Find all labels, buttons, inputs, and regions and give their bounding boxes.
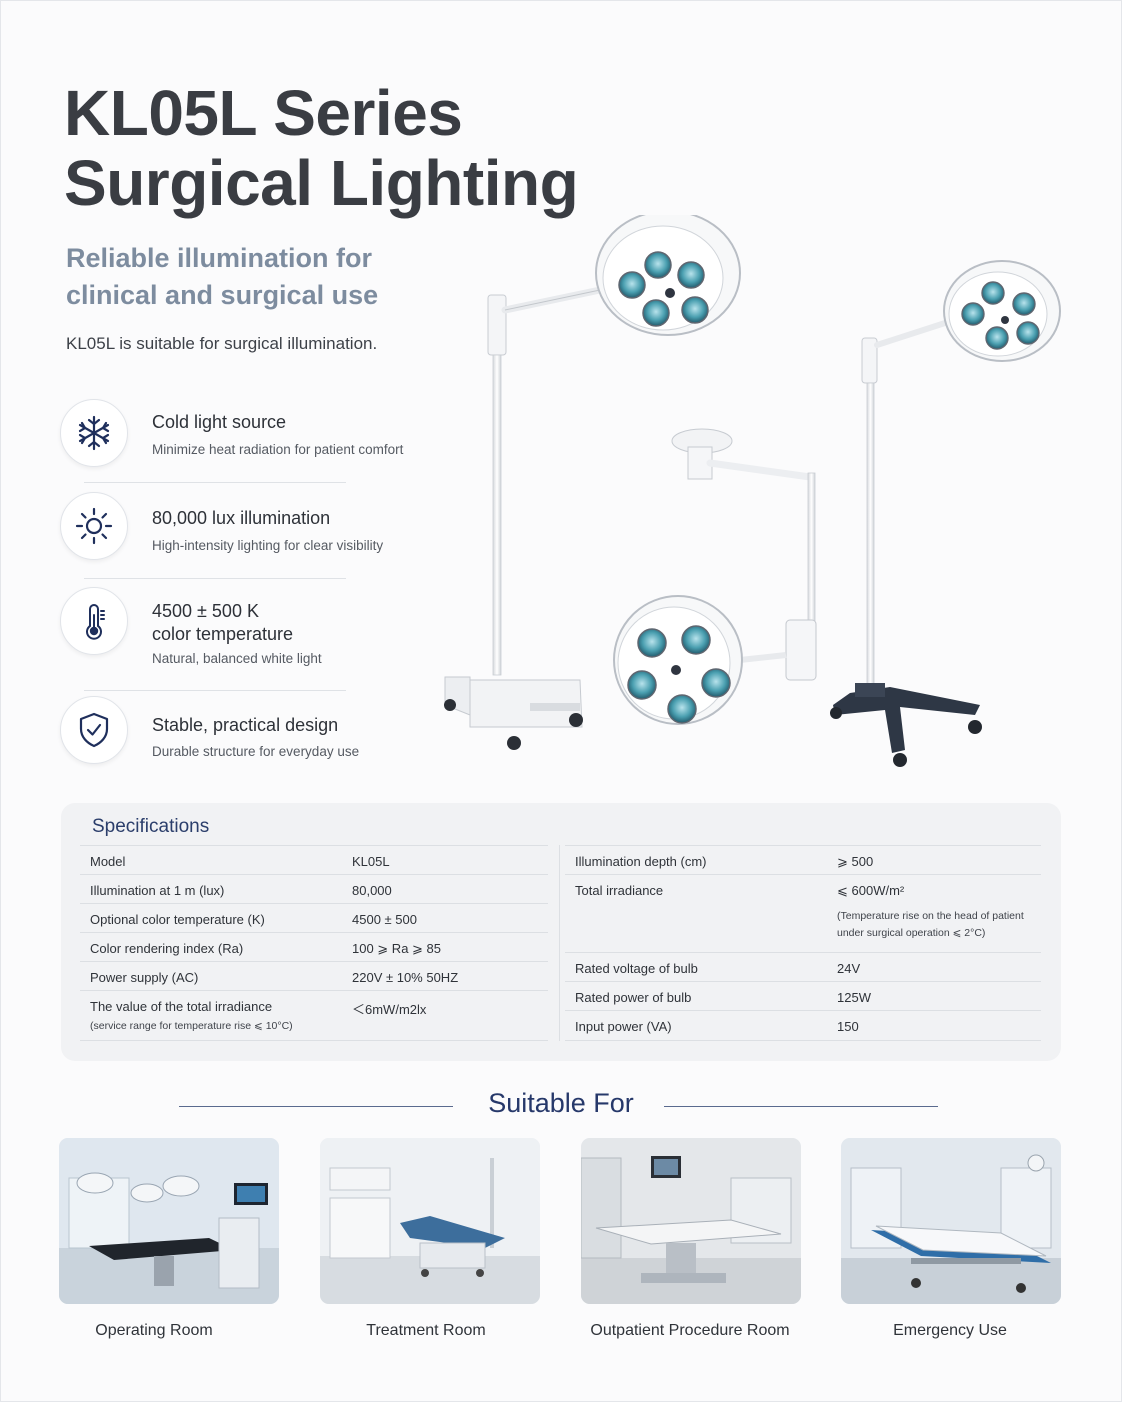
spec-row: Illumination depth (cm)⩾ 500 xyxy=(565,845,1041,874)
suitable-for-title: Suitable For xyxy=(488,1088,634,1118)
shield-check-icon xyxy=(60,696,128,764)
emergency-use-image xyxy=(841,1138,1061,1304)
snowflake-icon xyxy=(60,399,128,467)
operating-room-image xyxy=(59,1138,279,1304)
feature-title: 80,000 lux illumination xyxy=(152,508,331,528)
outpatient-procedure-room-image xyxy=(581,1138,801,1304)
operating-room-label: Operating Room xyxy=(95,1322,213,1339)
page-subtitle: Reliable illumination for clinical and s… xyxy=(66,243,379,310)
page-title: KL05L Series Surgical Lighting xyxy=(64,77,579,219)
spec-row: The value of the total irradiance (servi… xyxy=(80,990,548,1041)
spec-row: Color rendering index (Ra)100 ⩾ Ra ⩾ 85 xyxy=(80,932,548,961)
spec-row: Optional color temperature (K)4500 ± 500 xyxy=(80,903,548,932)
feature-desc: Durable structure for everyday use xyxy=(152,744,360,759)
thermometer-icon xyxy=(60,587,128,655)
treatment-room-image xyxy=(320,1138,540,1304)
spec-row: Input power (VA)150 xyxy=(565,1010,1041,1041)
outpatient-procedure-room-label: Outpatient Procedure Room xyxy=(590,1322,790,1339)
floor-lamp-white xyxy=(444,215,741,750)
section-divider-left xyxy=(179,1106,453,1107)
feature-color-temp: 4500 ± 500 K color temperature Natural, … xyxy=(60,587,410,667)
spec-column-divider xyxy=(559,845,560,1041)
feature-title: Stable, practical design xyxy=(152,715,339,735)
treatment-room-label: Treatment Room xyxy=(366,1322,486,1339)
sun-icon xyxy=(60,492,128,560)
feature-desc: Natural, balanced white light xyxy=(152,651,322,666)
feature-divider xyxy=(84,482,346,483)
feature-lux: 80,000 lux illumination High-intensity l… xyxy=(60,492,410,562)
feature-title: Cold light source xyxy=(152,412,287,432)
ceiling-lamp xyxy=(613,428,817,725)
spec-row: Power supply (AC)220V ± 10% 50HZ xyxy=(80,961,548,990)
feature-stable-design: Stable, practical design Durable structu… xyxy=(60,696,410,766)
emergency-use-label: Emergency Use xyxy=(893,1322,1007,1339)
floor-lamp-dark xyxy=(830,260,1061,767)
feature-divider xyxy=(84,690,346,691)
feature-title: 4500 ± 500 K color temperature xyxy=(152,601,294,644)
spec-row: Illumination at 1 m (lux)80,000 xyxy=(80,874,548,903)
feature-desc: Minimize heat radiation for patient comf… xyxy=(152,442,404,457)
section-divider-right xyxy=(664,1106,938,1107)
feature-cold-light: Cold light source Minimize heat radiatio… xyxy=(60,399,410,469)
lead-text: KL05L is suitable for surgical illuminat… xyxy=(66,334,378,353)
feature-divider xyxy=(84,578,346,579)
feature-desc: High-intensity lighting for clear visibi… xyxy=(152,538,384,553)
product-illustration xyxy=(444,215,1061,767)
spec-row: Total irradiance ⩽ 600W/m² (Temperature … xyxy=(565,874,1041,952)
specifications-title: Specifications xyxy=(92,816,210,837)
